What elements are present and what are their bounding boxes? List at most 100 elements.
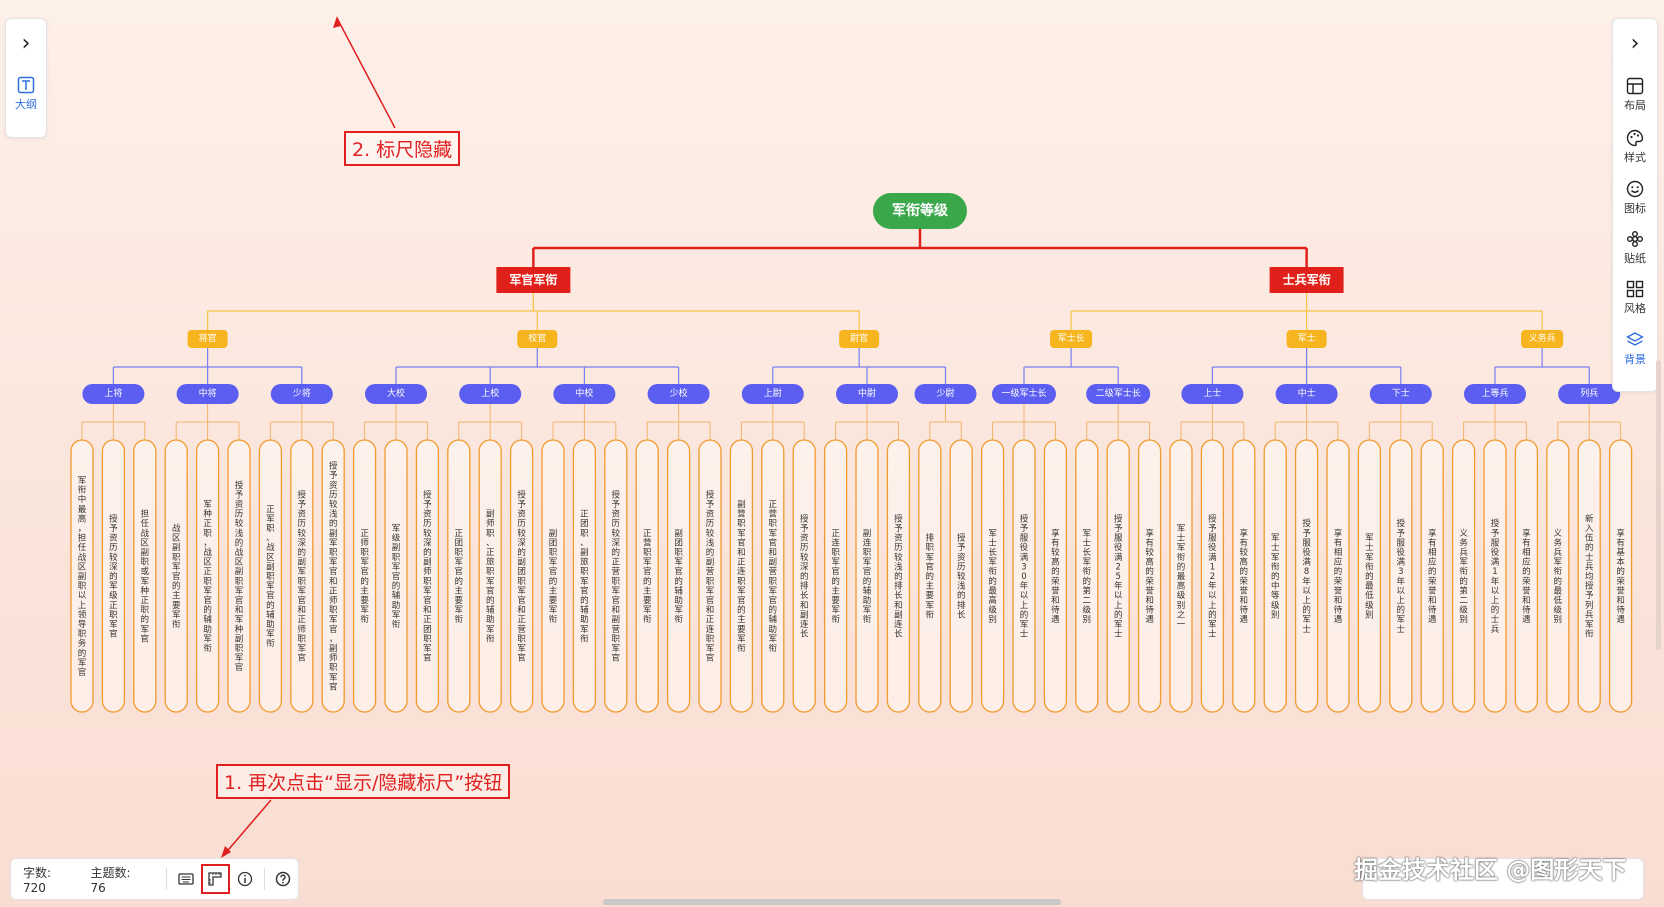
leaf-node[interactable] [478,439,502,713]
leaf-node[interactable] [1608,439,1633,713]
root-node[interactable] [872,193,967,229]
leaf-node[interactable] [635,439,659,713]
help-button[interactable] [271,866,296,892]
leaf-node[interactable] [886,439,911,713]
icon-button[interactable]: 图标 [1613,173,1657,223]
sticker-label: 贴纸 [1624,252,1646,265]
leaf-node[interactable] [1137,439,1162,713]
leaf-node[interactable] [1451,439,1476,713]
leaf-node[interactable] [321,439,345,713]
rank-node[interactable] [647,384,710,404]
leaf-node[interactable] [949,439,973,713]
rank-node[interactable] [836,384,898,404]
leaf-node[interactable] [1294,439,1319,713]
leaf-node[interactable] [227,439,251,713]
rank-node[interactable] [459,384,522,404]
rank-node[interactable] [1558,384,1621,404]
leaf-node-label: 授予资历较深的副团职军官和正营职军官 [517,489,526,663]
leaf-node[interactable] [258,439,283,713]
leaf-node[interactable] [698,439,722,713]
outline-button[interactable]: 大纲 [6,69,46,119]
callout-click-ruler-again: 1. 再次点击“显示/隐藏标尺”按钮 [216,764,511,799]
leaf-node[interactable] [1577,439,1601,713]
branch-node[interactable] [496,267,571,293]
branch-node[interactable] [1269,267,1344,293]
layout-button[interactable]: 布局 [1613,69,1657,121]
info-button[interactable] [232,866,257,892]
style-button[interactable]: 样式 [1613,121,1657,173]
background-button[interactable]: 背景 [1613,323,1657,375]
leaf-node[interactable] [980,439,1005,713]
expand-right-button[interactable]: › [1613,19,1657,69]
rank-node[interactable] [741,384,804,404]
leaf-node[interactable] [101,439,126,713]
group-node[interactable] [187,330,228,348]
leaf-node[interactable] [855,439,879,713]
leaf-node[interactable] [1420,439,1444,713]
leaf-node[interactable] [195,439,220,713]
leaf-node[interactable] [415,439,440,713]
horizontal-scrollbar[interactable] [603,899,1061,905]
group-node[interactable] [1050,330,1093,348]
expand-left-button[interactable]: › [6,19,46,69]
leaf-node[interactable] [1263,439,1287,713]
leaf-node[interactable] [1514,439,1539,713]
leaf-node[interactable] [541,439,565,713]
rank-node[interactable] [1369,384,1432,404]
rank-node[interactable] [365,384,427,404]
leaf-node[interactable] [384,439,408,713]
rank-node-label: 二级军士长 [1096,387,1141,399]
group-node[interactable] [1286,330,1327,348]
leaf-node[interactable] [1106,439,1130,713]
leaf-node[interactable] [352,439,377,713]
leaf-node[interactable] [1075,439,1099,713]
rank-node[interactable] [1086,384,1151,404]
leaf-node[interactable] [290,439,314,713]
rank-node[interactable] [270,384,333,404]
rank-node[interactable] [1275,384,1338,404]
vertical-scrollbar[interactable] [1656,360,1661,650]
rank-node[interactable] [1181,384,1244,404]
group-node[interactable] [1521,330,1564,348]
leaf-node[interactable] [1012,439,1036,713]
rank-node[interactable] [992,384,1056,404]
group-node[interactable] [517,330,558,348]
theme-button[interactable]: 风格 [1613,273,1657,323]
rank-node[interactable] [176,384,239,404]
leaf-node[interactable] [1389,439,1413,713]
leaf-node[interactable] [1043,439,1068,713]
leaf-node[interactable] [164,439,188,713]
minimap-button[interactable] [173,866,198,892]
leaf-node[interactable] [572,439,597,713]
rank-node[interactable] [914,384,977,404]
leaf-node[interactable] [447,439,471,713]
rank-node[interactable] [1464,384,1526,404]
leaf-node[interactable] [1357,439,1382,713]
leaf-node[interactable] [1483,439,1507,713]
leaf-node[interactable] [509,439,534,713]
leaf-node[interactable] [761,439,785,713]
leaf-node[interactable] [604,439,628,713]
sticker-button[interactable]: 贴纸 [1613,223,1657,273]
leaf-node[interactable] [1232,439,1256,713]
leaf-node[interactable] [729,439,754,713]
toggle-ruler-button[interactable] [200,864,231,894]
leaf-node[interactable] [133,439,157,713]
leaf-node[interactable] [1169,439,1193,713]
leaf-node[interactable] [666,439,691,713]
leaf-node[interactable] [792,439,816,713]
leaf-node[interactable] [918,439,942,713]
group-node[interactable] [839,330,880,348]
group-node-label: 义务兵 [1529,332,1556,344]
leaf-node[interactable] [70,439,94,713]
rank-node[interactable] [82,384,145,404]
leaf-node[interactable] [823,439,848,713]
leaf-node[interactable] [1326,439,1350,713]
leaf-node[interactable] [1200,439,1225,713]
callout-arrowhead-top [333,16,341,28]
rank-node[interactable] [553,384,616,404]
leaf-node[interactable] [1546,439,1570,713]
